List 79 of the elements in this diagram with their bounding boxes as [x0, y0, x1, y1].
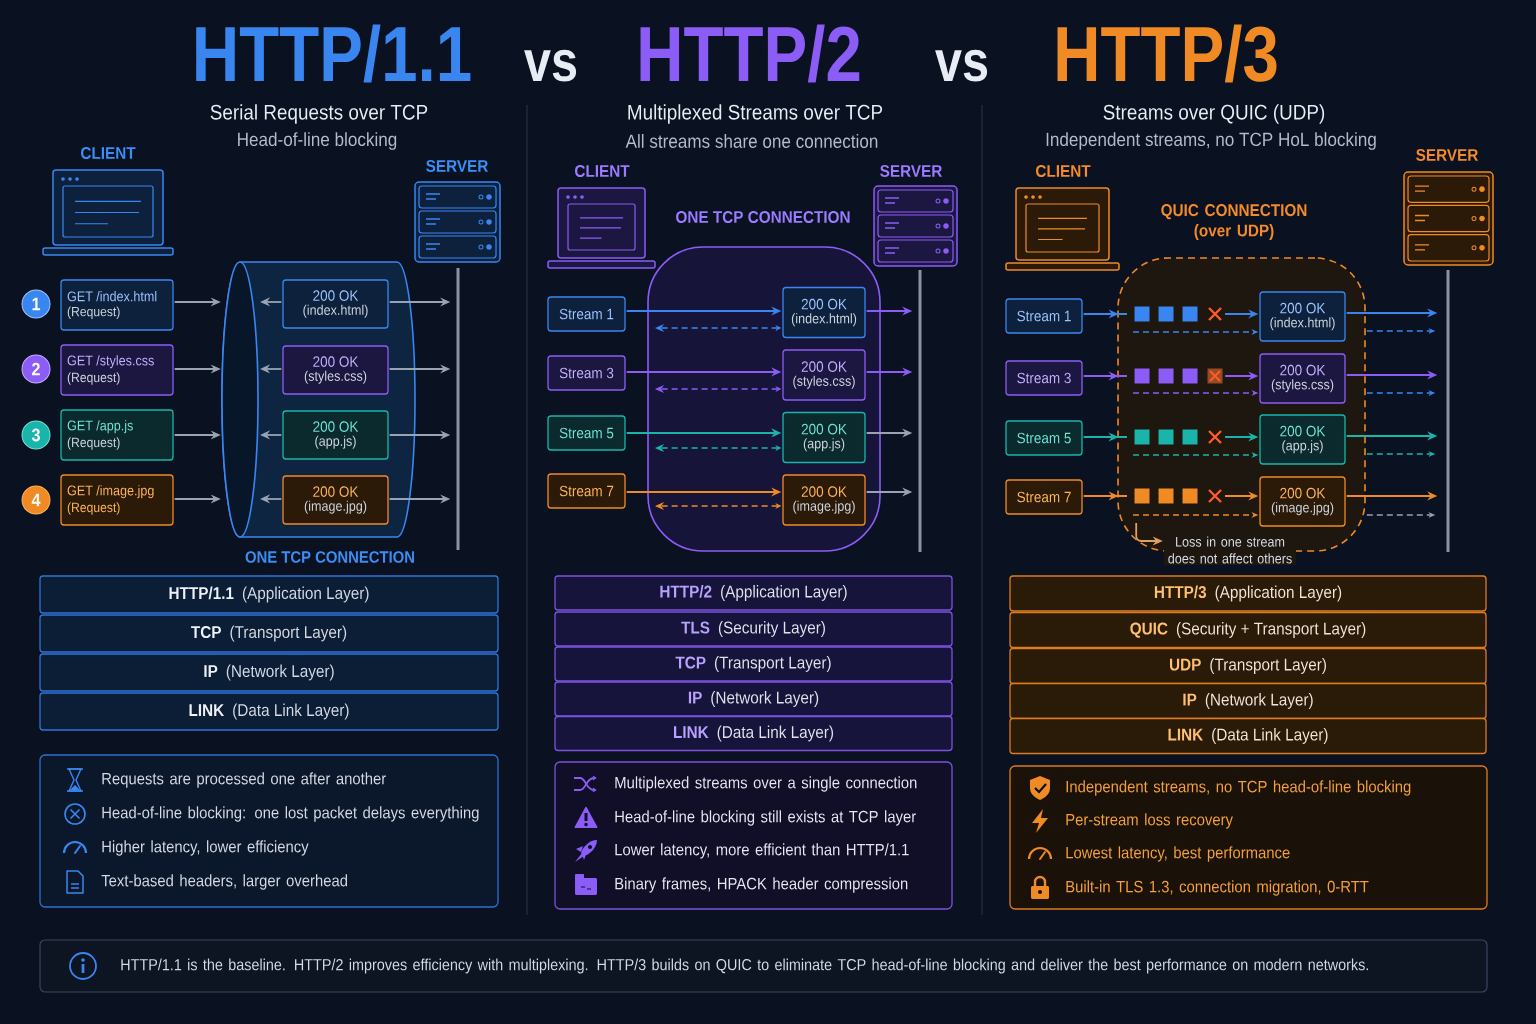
column-subheading: All streams share one connection	[625, 134, 878, 148]
stream-box: Stream 1	[1005, 298, 1083, 334]
layer-band: LINK (Data Link Layer)	[1009, 717, 1487, 755]
feature-text: Text-based headers, larger overhead	[101, 874, 348, 890]
connection-label: ONE TCP CONNECTION	[245, 551, 414, 563]
feature-text: Requests are processed one after another	[102, 772, 386, 788]
title-text: vs	[524, 49, 577, 82]
column-heading: Serial Requests over TCP	[210, 104, 428, 124]
feature-text: Built-in TLS 1.3, connection migration, 0-RTT	[1066, 880, 1369, 896]
response-box: 200 OK (app.js)	[282, 410, 389, 460]
connection-label: QUIC CONNECTION (over UDP)	[1161, 204, 1307, 240]
title-text: vs	[935, 49, 988, 82]
layer-band: LINK (Data Link Layer)	[39, 692, 499, 731]
layer-band: HTTP/3 (Application Layer)	[1009, 575, 1487, 612]
device-label: CLIENT	[81, 147, 136, 159]
request-box: GET /index.html (Request)	[60, 279, 174, 331]
feature-text: Lower latency, more efficient than HTTP/1.1	[615, 843, 909, 859]
feature-text: Lowest latency, best performance	[1066, 846, 1290, 862]
stream-box: Stream 5	[1005, 420, 1083, 456]
stream-box: Stream 7	[547, 473, 626, 509]
feature-text: Head-of-line blocking still exists at TCP layer	[615, 810, 916, 826]
response-box: 200 OK (styles.css)	[782, 349, 866, 401]
layer-band: TCP (Transport Layer)	[554, 646, 953, 682]
device-label: CLIENT	[575, 165, 630, 177]
layer-band: IP (Network Layer)	[554, 681, 953, 717]
device-label: CLIENT	[1036, 165, 1091, 177]
response-box: 200 OK (index.html)	[782, 286, 866, 339]
response-box: 200 OK (image.jpg)	[782, 474, 866, 526]
device-label: SERVER	[880, 165, 942, 177]
note-text: Loss in one stream does not affect others	[1164, 534, 1296, 566]
request-box: GET /app.js (Request)	[60, 409, 174, 461]
connection-label: ONE TCP CONNECTION	[676, 211, 850, 223]
request-box: GET /styles.css (Request)	[60, 344, 174, 396]
layer-band: LINK (Data Link Layer)	[554, 715, 953, 752]
column-subheading: Head-of-line blocking	[238, 132, 397, 150]
response-box: 200 OK (styles.css)	[282, 345, 389, 395]
stream-box: Stream 1	[547, 296, 626, 332]
stream-box: Stream 7	[1005, 479, 1083, 515]
response-box: 200 OK (image.jpg)	[1259, 476, 1346, 527]
title-text: HTTP/2	[640, 24, 860, 83]
layer-band: HTTP/1.1 (Application Layer)	[39, 575, 499, 614]
layer-band: TCP (Transport Layer)	[39, 614, 499, 653]
layer-band: UDP (Transport Layer)	[1009, 647, 1487, 685]
feature-text: Independent streams, no TCP head-of-line blocking	[1066, 780, 1411, 796]
column-heading: Streams over QUIC (UDP)	[1103, 104, 1325, 124]
response-box: 200 OK (image.jpg)	[282, 475, 389, 525]
layer-band: QUIC (Security + Transport Layer)	[1009, 611, 1487, 649]
title-text: HTTP/3	[1057, 24, 1277, 83]
layer-band: IP (Network Layer)	[1009, 682, 1487, 720]
feature-text: Multiplexed streams over a single connection	[615, 776, 917, 792]
title-text: HTTP/1.1	[196, 24, 471, 83]
response-box: 200 OK (app.js)	[1259, 414, 1346, 465]
device-label: SERVER	[426, 160, 488, 172]
number-badge: 1	[21, 289, 51, 319]
layer-band: IP (Network Layer)	[39, 653, 499, 692]
number-badge: 4	[21, 485, 51, 515]
number-badge: 2	[21, 354, 51, 384]
feature-text: Head-of-line blocking: one lost packet delays everything	[102, 806, 479, 822]
response-box: 200 OK (index.html)	[1259, 291, 1346, 342]
column-heading: Multiplexed Streams over TCP	[628, 104, 883, 124]
info-text: HTTP/1.1 is the baseline. HTTP/2 improves efficiency with multiplexing. HTTP/3 builds on QUIC to eliminate TCP head-of-line blocking and deliver the best performance on modern networks.	[121, 958, 1368, 974]
stream-box: Stream 3	[547, 355, 626, 391]
feature-text: Per-stream loss recovery	[1066, 813, 1233, 829]
response-box: 200 OK (index.html)	[282, 279, 389, 329]
response-box: 200 OK (styles.css)	[1259, 353, 1346, 404]
number-badge: 3	[21, 420, 51, 450]
device-label: SERVER	[1416, 149, 1478, 161]
request-box: GET /image.jpg (Request)	[60, 474, 174, 526]
stream-box: Stream 3	[1005, 360, 1083, 396]
feature-text: Higher latency, lower efficiency	[102, 840, 309, 856]
server-line	[456, 268, 460, 550]
server-line	[918, 270, 922, 552]
column-subheading: Independent streams, no TCP HoL blocking	[1046, 132, 1376, 150]
layer-band: HTTP/2 (Application Layer)	[554, 575, 953, 611]
feature-text: Binary frames, HPACK header compression	[615, 877, 908, 893]
stream-box: Stream 5	[547, 415, 626, 451]
layer-band: TLS (Security Layer)	[554, 611, 953, 647]
server-line	[1446, 270, 1450, 552]
response-box: 200 OK (app.js)	[782, 411, 866, 464]
